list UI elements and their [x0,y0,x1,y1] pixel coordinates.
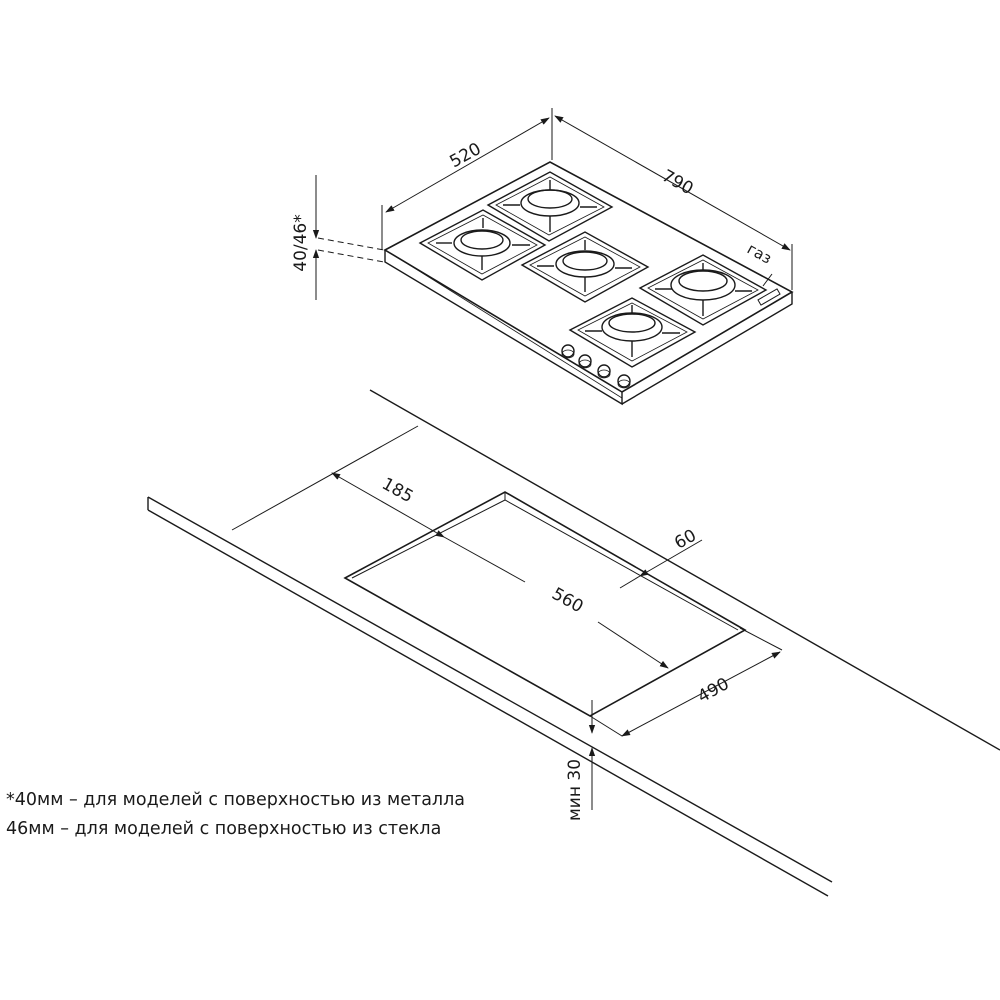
dim-line-490 [621,651,781,737]
hob-drawing [383,161,794,406]
hob-side-edge [621,292,793,405]
countertop-back-edge [369,389,1000,751]
dim-line-185 [331,472,445,538]
hob-dimensions [312,108,793,300]
footnote-metal: *40мм – для моделей с поверхностью из ме… [6,790,466,810]
gas-label: газ [744,240,775,268]
countertop-bottom-edge [147,509,829,897]
gas-connector [757,288,781,306]
cutout-opening [343,491,747,717]
burner-left [418,209,547,281]
countertop-front-edge [147,496,833,883]
cutout-dimensions [231,425,783,810]
footnotes: *40мм – для моделей с поверхностью из ме… [6,786,465,844]
dim-label-790: 790 [658,166,696,199]
footnote-glass: 46мм – для моделей с поверхностью из сте… [6,819,442,839]
dim-line-60 [639,539,703,577]
dim-line-520 [385,117,550,213]
burner-right [638,254,768,326]
dim-line-790 [554,115,791,251]
dim-label-60: 60 [671,526,700,554]
hob-front-edge [384,250,623,406]
dim-label-height: 40/46* [291,214,311,272]
burner-front [568,297,697,368]
countertop-drawing [147,389,1000,897]
control-knobs [561,344,631,389]
dim-label-520: 520 [447,139,485,172]
burner-back [486,171,614,242]
dim-label-560: 560 [548,584,586,617]
dim-label-min30: мин 30 [565,759,585,821]
dim-label-490: 490 [695,674,733,707]
